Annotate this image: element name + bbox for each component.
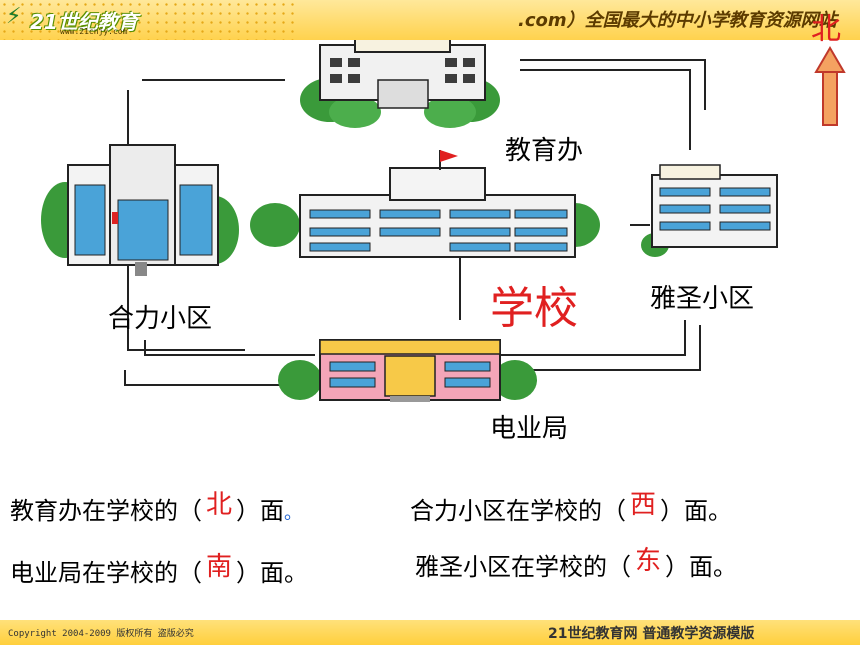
question-yasheng-community: 雅圣小区在学校的（东）面。 xyxy=(415,546,737,583)
answer-heli-community: 西 xyxy=(630,490,657,520)
copyright-text: Copyright 2004-2009 版权所有 盗版必究 xyxy=(8,629,194,639)
label-school: 学校 xyxy=(490,283,578,334)
north-arrow-icon xyxy=(814,46,846,126)
logo-text: 21世纪教育 xyxy=(30,10,138,34)
label-power-bureau: 电业局 xyxy=(490,414,569,444)
education-office-building xyxy=(300,40,500,128)
label-yasheng-community: 雅圣小区 xyxy=(650,284,755,314)
answer-power-bureau: 南 xyxy=(206,552,233,582)
answer-education-office: 北 xyxy=(206,490,233,520)
footer-bar xyxy=(0,620,860,645)
header-pattern xyxy=(0,0,300,40)
question-power-bureau: 电业局在学校的（南）面。 xyxy=(10,552,308,589)
answer-yasheng-community: 东 xyxy=(635,546,662,576)
header-slogan: .com）全国最大的中小学教育资源网站 xyxy=(518,10,837,31)
question-heli-community: 合力小区在学校的（西）面。 xyxy=(410,490,732,527)
yasheng-community-building xyxy=(641,164,778,257)
school-building xyxy=(250,150,600,258)
map-diagram xyxy=(41,40,778,402)
logo-icon: ⚡ xyxy=(6,4,22,29)
logo-url: www.21cnjy.com xyxy=(60,27,128,36)
heli-community-building xyxy=(41,144,239,276)
label-heli-community: 合力小区 xyxy=(108,304,213,334)
label-education-office: 教育办 xyxy=(505,136,584,166)
question-education-office: 教育办在学校的（北）面。 xyxy=(10,490,302,527)
footer-brand: 21世纪教育网 普通教学资源模版 xyxy=(548,626,755,642)
power-bureau-building xyxy=(278,339,537,402)
north-label: 北 xyxy=(811,12,841,47)
